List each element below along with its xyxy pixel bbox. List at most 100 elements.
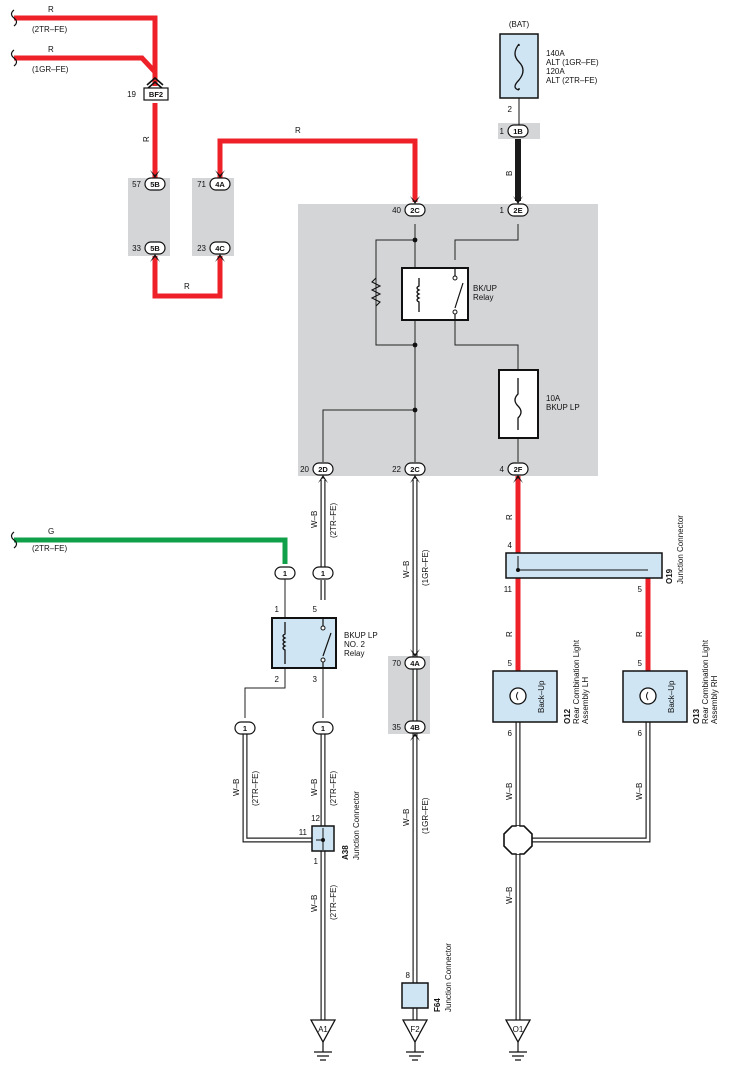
- junction-f64: 8 F64 Junction Connector: [401, 943, 453, 1012]
- connector-pin: 4: [500, 465, 505, 474]
- junction-a38: 12 11 1 A38 Junction Connector: [299, 791, 361, 866]
- connector-arrow-icon: [513, 475, 523, 483]
- wire-note-2tr: (2TR–FE): [32, 25, 67, 34]
- relay-pin-coil-in: 1: [275, 605, 280, 614]
- connector-bf2: BF2 19: [127, 76, 169, 101]
- connector-pin: 33: [132, 244, 141, 253]
- coil-icon: [416, 278, 421, 312]
- junction-pin-left: 11: [504, 585, 513, 594]
- wire-label-wb-2c: W–B: [402, 561, 411, 578]
- ground-triangle-icon: [309, 1019, 337, 1044]
- relay-label-2: NO. 2: [344, 640, 365, 649]
- connector-c2f: 2F 4: [500, 462, 529, 483]
- fuse-line-1: 140A: [546, 49, 565, 58]
- connector-pill: [312, 721, 334, 735]
- connector-ic1-b: 1: [312, 566, 334, 580]
- connector-arrow-icon: [410, 196, 420, 204]
- fuse-line-4: ALT (2TR–FE): [546, 76, 598, 85]
- connector-pin: 40: [392, 206, 401, 215]
- wire-r-top: [217, 138, 418, 202]
- wire-label-g: G: [48, 527, 54, 536]
- ground-label: F2: [410, 1025, 420, 1034]
- connector-pill: [312, 462, 334, 476]
- junction-pin-left: 11: [299, 828, 308, 837]
- wire-label-r-bf2: R: [142, 136, 151, 142]
- fuse-line-3: 120A: [546, 67, 565, 76]
- ground-icon: [509, 1042, 527, 1061]
- connector-pill: [507, 124, 529, 138]
- lamp-pin-in: 5: [638, 659, 643, 668]
- bulb-icon: [509, 687, 527, 705]
- relay-pin-sw-in: 5: [313, 605, 318, 614]
- fuse-alt: (BAT) 2 140A ALT (1GR–FE) 120A ALT (2TR–…: [499, 20, 599, 125]
- bulb-icon: [639, 687, 657, 705]
- relay-box: [401, 267, 469, 321]
- lamp-name-1: Rear Combination Light: [701, 639, 710, 724]
- connector-code: 2F: [514, 465, 523, 474]
- wire-r-1gr: [14, 55, 157, 74]
- wire-wb-a38-left-inner: [243, 734, 316, 842]
- junction-pin-in: 4: [508, 541, 513, 550]
- lamp-code: O12: [563, 708, 572, 724]
- connector-pill: [312, 566, 334, 580]
- lamp-code: O13: [692, 708, 701, 724]
- connector-pin: 35: [392, 723, 401, 732]
- relay-label-1: BK/UP: [473, 284, 497, 293]
- junction-pin: 8: [406, 971, 411, 980]
- connector-arrow-icon: [410, 649, 420, 657]
- junction-name: Junction Connector: [444, 943, 453, 1012]
- junction-pin-bottom: 1: [314, 857, 319, 866]
- connector-code: 4A: [215, 180, 225, 189]
- lamp-pin-in: 5: [508, 659, 513, 668]
- wb-wires: [242, 480, 651, 1020]
- wire-label-wb-a38-left: W–B: [232, 779, 241, 796]
- relay-pin-sw-out: 3: [313, 675, 318, 684]
- wire-label-wb-a38-right: W–B: [310, 779, 319, 796]
- wire-g-2tr: [14, 537, 288, 564]
- relay-label-3: Relay: [344, 649, 364, 658]
- wire-break-icon: [10, 49, 18, 67]
- junction-pin-right: 5: [638, 585, 643, 594]
- fuse-pin: 2: [508, 105, 513, 114]
- connector-pill: [507, 462, 529, 476]
- relay-label-1: BKUP LP: [344, 631, 378, 640]
- fuse-line-1: 10A: [546, 394, 561, 403]
- connector-arrow-icon: [215, 254, 225, 262]
- ground-icon: [314, 1042, 332, 1061]
- ground-label: A1: [318, 1025, 328, 1034]
- wire-note-wb-2d: (2TR–FE): [329, 503, 338, 538]
- connector-arrow-icon: [150, 170, 160, 178]
- connector-ic1-a: 1: [274, 566, 296, 580]
- wire-label-wb-o12: W–B: [505, 783, 514, 800]
- junction-code: A38: [341, 845, 350, 860]
- connector-code: 2C: [410, 206, 420, 215]
- connector-pin: 19: [127, 90, 136, 99]
- connector-c1b: 1B1: [500, 124, 529, 138]
- junction-name: Junction Connector: [676, 515, 685, 584]
- fuse-icon: [514, 43, 524, 91]
- connector-pill: [404, 462, 426, 476]
- wire-label-b-bat: B: [505, 171, 514, 176]
- connector-pill: [404, 720, 426, 734]
- lamp-o13: Back–Up 5 6 O13 Rear Combination Light A…: [622, 639, 719, 738]
- relay-label-2: Relay: [473, 293, 493, 302]
- coil-icon: [282, 622, 287, 664]
- connector-pin: 57: [132, 180, 141, 189]
- junction-dot: [412, 237, 418, 243]
- connector-c2e: 2E1: [500, 196, 529, 217]
- junction-pin-top: 12: [311, 814, 320, 823]
- wire-label-wb-o1: W–B: [505, 887, 514, 904]
- connector-pill: [209, 177, 231, 191]
- lamp-pin-out: 6: [638, 729, 643, 738]
- wire-labels: R (2TR–FE) R (1GR–FE) R R R B G (2TR–FE)…: [32, 5, 644, 920]
- wire-wb-o13-inner: [532, 722, 650, 842]
- connector-code: 4B: [410, 723, 420, 732]
- wire-label-r-top: R: [295, 126, 301, 135]
- connector-pin: 70: [392, 659, 401, 668]
- resistor-icon: [370, 277, 382, 307]
- ground-triangle-icon: [401, 1019, 429, 1044]
- connector-ic1-d: 1: [312, 721, 334, 735]
